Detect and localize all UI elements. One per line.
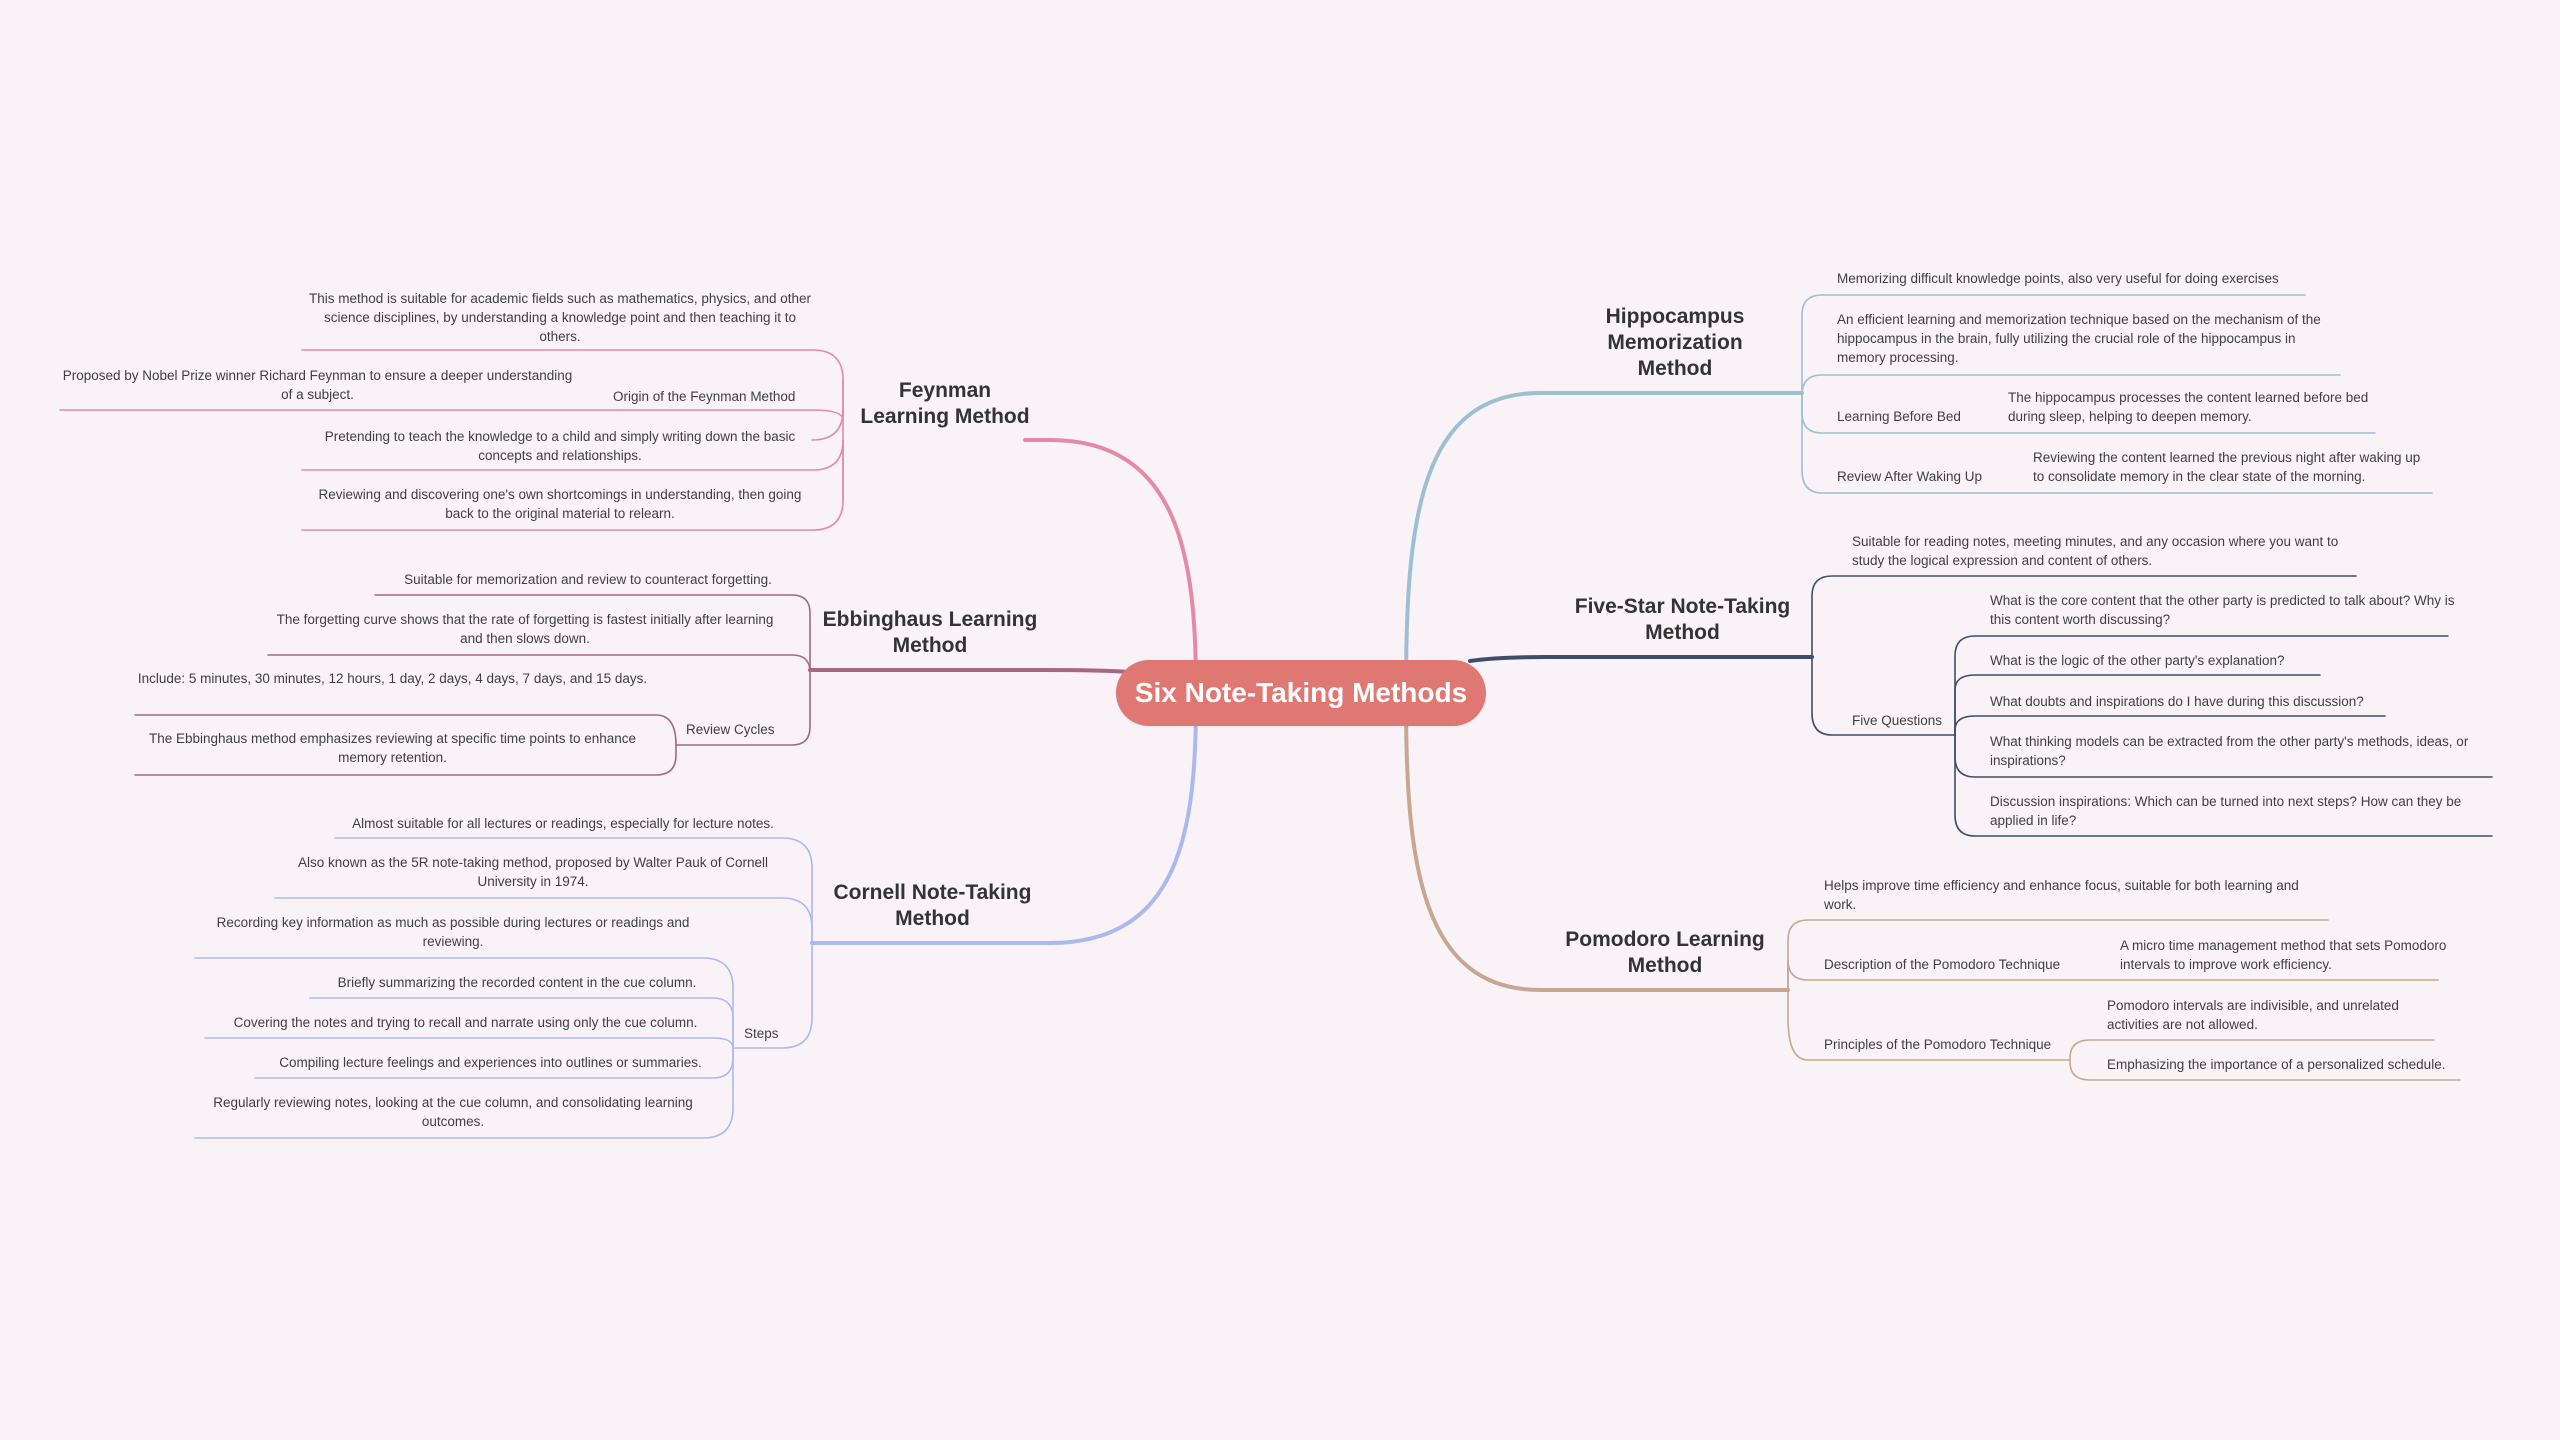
pomodoro-connectors (1787, 919, 2461, 1081)
pomodoro-principles-label[interactable]: Principles of the Pomodoro Technique (1824, 1037, 2052, 1052)
cornell-aka[interactable]: Also known as the 5R note-taking method,… (297, 855, 768, 889)
connector-feynman (1023, 438, 1198, 692)
cornell-step[interactable]: Compiling lecture feelings and experienc… (279, 1055, 702, 1070)
branch-cornell[interactable]: Cornell Note-Taking Method (833, 881, 1032, 930)
branch-hippocampus[interactable]: Hippocampus Memorization Method (1605, 305, 1745, 380)
branch-five-star[interactable]: Five-Star Note-Taking Method (1574, 595, 1791, 644)
feynman-suitability[interactable]: This method is suitable for academic fie… (309, 291, 811, 344)
five-star-question[interactable]: What is the logic of the other party's e… (1990, 653, 2285, 668)
feynman-connectors (59, 349, 844, 531)
pomodoro-description-label[interactable]: Description of the Pomodoro Technique (1824, 957, 2061, 972)
branch-ebbinghaus[interactable]: Ebbinghaus Learning Method (822, 608, 1038, 657)
connector-hippocampus (1404, 391, 1804, 692)
ebbinghaus-cycles-label[interactable]: Review Cycles (686, 722, 775, 737)
cornell-connectors (194, 837, 813, 1139)
feynman-origin-detail[interactable]: Proposed by Nobel Prize winner Richard F… (62, 368, 573, 402)
root-topic[interactable]: Six Note-Taking Methods (1116, 660, 1486, 726)
hippocampus-efficient[interactable]: An efficient learning and memorization t… (1837, 312, 2321, 365)
hippocampus-after-waking-label[interactable]: Review After Waking Up (1837, 469, 1983, 484)
connector-five-star (1468, 655, 1814, 663)
ebbinghaus-suitability[interactable]: Suitable for memorization and review to … (404, 572, 772, 587)
hippocampus-memorizing[interactable]: Memorizing difficult knowledge points, a… (1837, 271, 2279, 286)
pomodoro-principle[interactable]: Emphasizing the importance of a personal… (2107, 1057, 2446, 1072)
five-star-suitability[interactable]: Suitable for reading notes, meeting minu… (1852, 534, 2339, 568)
branch-pomodoro[interactable]: Pomodoro Learning Method (1565, 928, 1765, 977)
cornell-suitability[interactable]: Almost suitable for all lectures or read… (352, 816, 774, 831)
five-star-question[interactable]: What doubts and inspirations do I have d… (1990, 694, 2364, 709)
hippocampus-after-waking-detail[interactable]: Reviewing the content learned the previo… (2033, 450, 2421, 484)
cornell-step[interactable]: Recording key information as much as pos… (216, 915, 690, 949)
feynman-review[interactable]: Reviewing and discovering one's own shor… (318, 487, 802, 521)
five-star-questions-label[interactable]: Five Questions (1852, 713, 1943, 728)
cornell-step[interactable]: Briefly summarizing the recorded content… (337, 975, 697, 990)
ebbinghaus-curve[interactable]: The forgetting curve shows that the rate… (276, 612, 774, 646)
cornell-step[interactable]: Covering the notes and trying to recall … (233, 1015, 698, 1030)
cornell-steps-label[interactable]: Steps (744, 1026, 779, 1041)
main-branches (808, 391, 1814, 992)
pomodoro-helps[interactable]: Helps improve time efficiency and enhanc… (1824, 878, 2299, 912)
five-star-question[interactable]: What is the core content that the other … (1990, 593, 2455, 627)
feynman-pretend[interactable]: Pretending to teach the knowledge to a c… (324, 429, 796, 463)
hippocampus-before-bed-detail[interactable]: The hippocampus processes the content le… (2008, 390, 2369, 424)
branch-feynman[interactable]: Feynman Learning Method (860, 379, 1030, 428)
pomodoro-principle[interactable]: Pomodoro intervals are indivisible, and … (2107, 998, 2399, 1032)
ebbinghaus-connectors (134, 594, 811, 776)
ebbinghaus-cycles-include[interactable]: Include: 5 minutes, 30 minutes, 12 hours… (137, 671, 648, 686)
connector-cornell (810, 698, 1198, 945)
five-star-connectors (1811, 575, 2493, 837)
five-star-question[interactable]: What thinking models can be extracted fr… (1990, 734, 2469, 768)
cornell-step[interactable]: Regularly reviewing notes, looking at th… (213, 1095, 693, 1129)
hippocampus-connectors (1801, 294, 2433, 494)
connector-pomodoro (1404, 698, 1790, 992)
hippocampus-before-bed-label[interactable]: Learning Before Bed (1837, 409, 1961, 424)
feynman-origin-label[interactable]: Origin of the Feynman Method (613, 389, 796, 404)
five-star-question[interactable]: Discussion inspirations: Which can be tu… (1990, 794, 2462, 828)
connector-ebbinghaus (808, 668, 1132, 674)
ebbinghaus-cycles-emphasis[interactable]: The Ebbinghaus method emphasizes reviewi… (148, 731, 637, 765)
pomodoro-description-detail[interactable]: A micro time management method that sets… (2120, 938, 2447, 972)
